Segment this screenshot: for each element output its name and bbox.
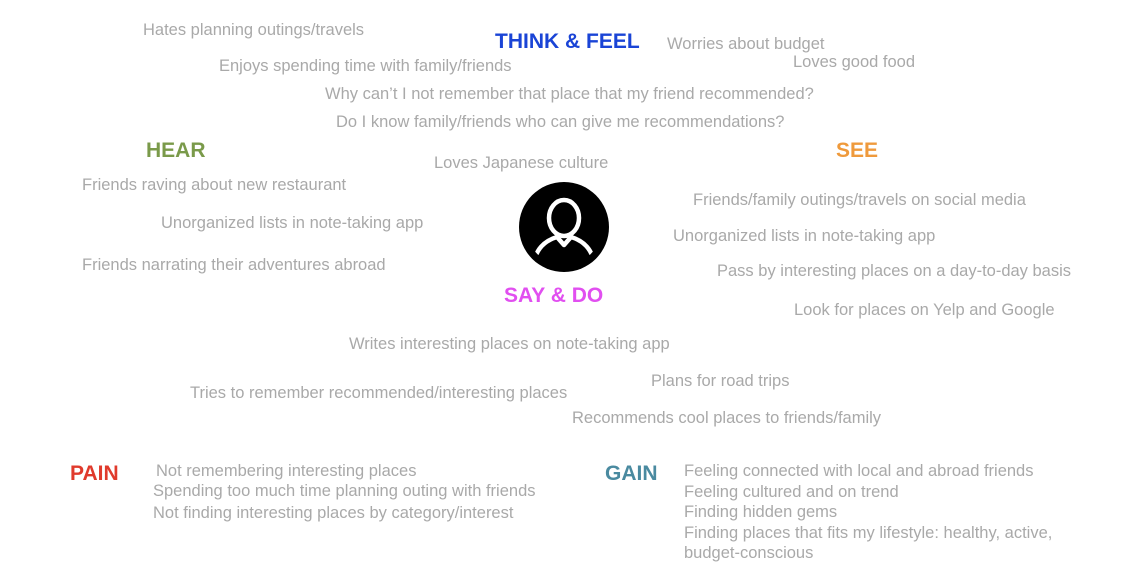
hear-item: Friends narrating their adventures abroa… xyxy=(82,256,386,274)
see-item: Unorganized lists in note-taking app xyxy=(673,227,936,245)
say-do-item: Plans for road trips xyxy=(651,372,790,390)
say-do-heading: SAY & DO xyxy=(504,284,604,307)
pain-item: Not finding interesting places by catego… xyxy=(153,504,514,522)
think-feel-item: Enjoys spending time with family/friends xyxy=(219,57,512,75)
say-do-item: Writes interesting places on note-taking… xyxy=(349,335,670,353)
think-feel-item: Do I know family/friends who can give me… xyxy=(336,113,785,131)
pain-item: Spending too much time planning outing w… xyxy=(153,482,536,500)
pain-item: Not remembering interesting places xyxy=(156,462,417,480)
gain-item: Feeling connected with local and abroad … xyxy=(684,462,1034,480)
hear-item: Friends raving about new restaurant xyxy=(82,176,347,194)
think-feel-item: Hates planning outings/travels xyxy=(143,21,365,39)
gain-list: Feeling connected with local and abroad … xyxy=(684,461,1052,564)
hear-heading: HEAR xyxy=(146,139,206,162)
think-feel-item: Worries about budget xyxy=(667,35,825,53)
see-item: Friends/family outings/travels on social… xyxy=(693,191,1026,209)
see-item: Pass by interesting places on a day-to-d… xyxy=(717,262,1072,280)
see-item: Look for places on Yelp and Google xyxy=(794,301,1055,319)
gain-item: Finding places that fits my lifestyle: h… xyxy=(684,523,1053,542)
say-do-item: Tries to remember recommended/interestin… xyxy=(190,384,568,402)
think-feel-item: Loves good food xyxy=(793,53,916,71)
gain-item: Finding hidden gems xyxy=(684,503,838,521)
think-feel-item: Loves Japanese culture xyxy=(434,154,609,172)
think-feel-item: Why can’t I not remember that place that… xyxy=(325,85,814,103)
see-heading: SEE xyxy=(836,139,879,162)
gain-item: budget-conscious xyxy=(684,544,814,562)
say-do-item: Recommends cool places to friends/family xyxy=(572,409,882,427)
gain-item: Feeling cultured and on trend xyxy=(684,482,899,501)
think-feel-heading: THINK & FEEL xyxy=(495,30,640,53)
user-avatar-icon xyxy=(519,182,609,272)
hear-item: Unorganized lists in note-taking app xyxy=(161,214,424,232)
gain-heading: GAIN xyxy=(605,462,658,485)
pain-heading: PAIN xyxy=(70,462,119,485)
